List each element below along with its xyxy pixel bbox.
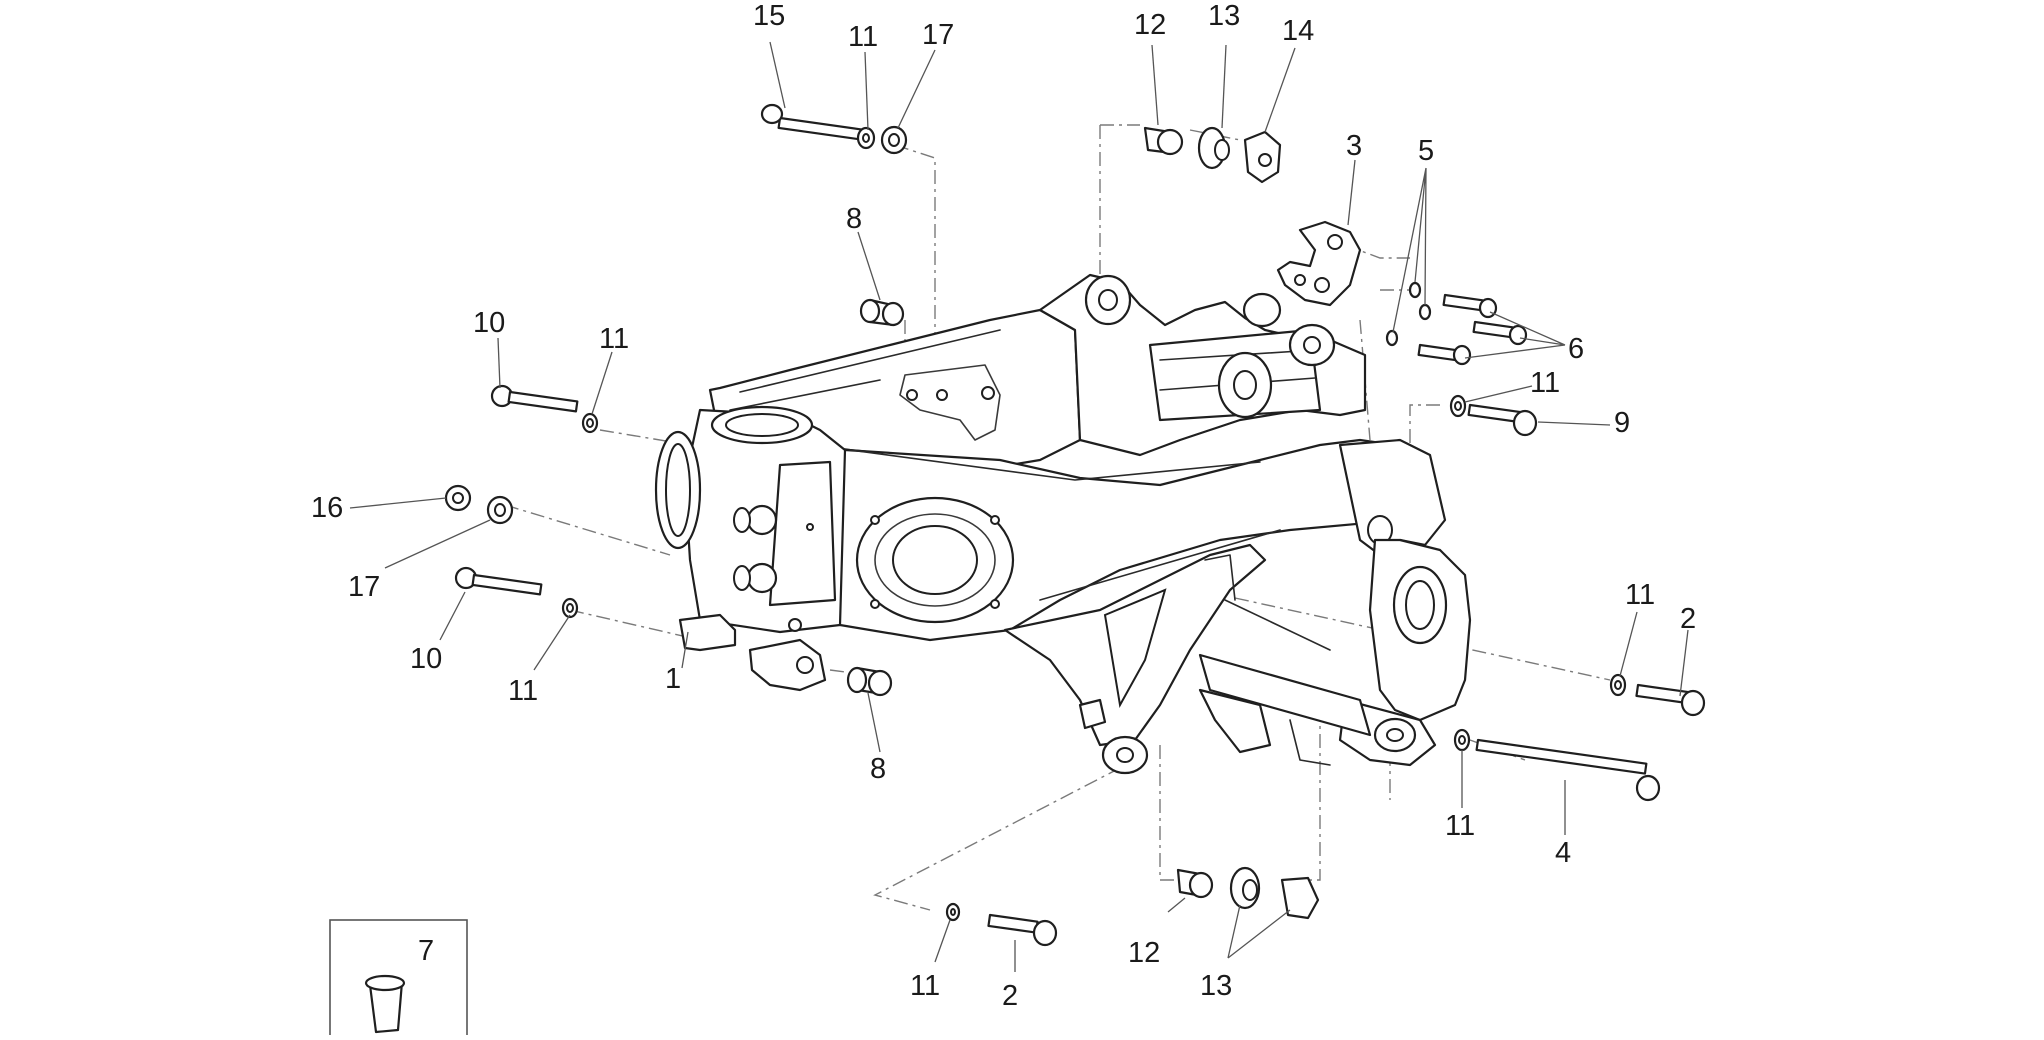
callout-15: 15 [753,0,785,32]
callout-6: 6 [1568,333,1584,365]
callout-5: 5 [1418,135,1434,167]
spacer-8-lower [846,666,893,697]
callout-3: 3 [1346,130,1362,162]
callout-labels: 15 11 17 12 13 14 3 5 8 6 10 11 11 9 16 … [311,0,1696,1012]
bolt-2-right [1609,673,1706,717]
bolt-10-lower [454,566,579,619]
bolt-9 [1449,394,1538,437]
callout-11: 11 [910,970,940,1002]
callout-11: 11 [848,21,878,53]
callout-14: 14 [1282,15,1314,47]
nut-16 [444,484,514,525]
callout-10: 10 [410,643,442,675]
callout-10: 10 [473,307,505,339]
callout-11: 11 [508,675,538,707]
callout-17: 17 [922,19,954,51]
callout-17: 17 [348,571,380,603]
callout-13: 13 [1208,0,1240,32]
callout-8: 8 [870,753,886,785]
main-frame [654,273,1472,775]
callout-2: 2 [1002,980,1018,1012]
leader-lines [349,41,1689,972]
callout-7: 7 [418,935,434,967]
axle-4 [1453,728,1661,802]
spacer-8-upper [859,298,905,327]
callout-12: 12 [1128,937,1160,969]
bolt-15 [760,103,908,155]
callout-11: 11 [599,323,629,355]
callout-11: 11 [1445,810,1475,842]
callout-11: 11 [1530,367,1560,399]
callout-9: 9 [1614,407,1630,439]
callout-1: 1 [665,663,681,695]
callout-8: 8 [846,203,862,235]
bushings-lower [1176,866,1320,920]
callout-4: 4 [1555,837,1571,869]
callout-16: 16 [311,492,343,524]
callout-13: 13 [1200,970,1232,1002]
bolts-5-6 [1385,281,1528,366]
bushings-upper [1143,126,1282,184]
callout-2: 2 [1680,603,1696,635]
callout-11: 11 [1625,579,1655,611]
bolt-10-upper [490,384,599,434]
inset-part-7 [329,919,468,1040]
hardware-parts [444,103,1706,947]
bolt-2-lower [945,902,1058,947]
callout-12: 12 [1134,9,1166,41]
bracket-3 [1276,220,1362,307]
